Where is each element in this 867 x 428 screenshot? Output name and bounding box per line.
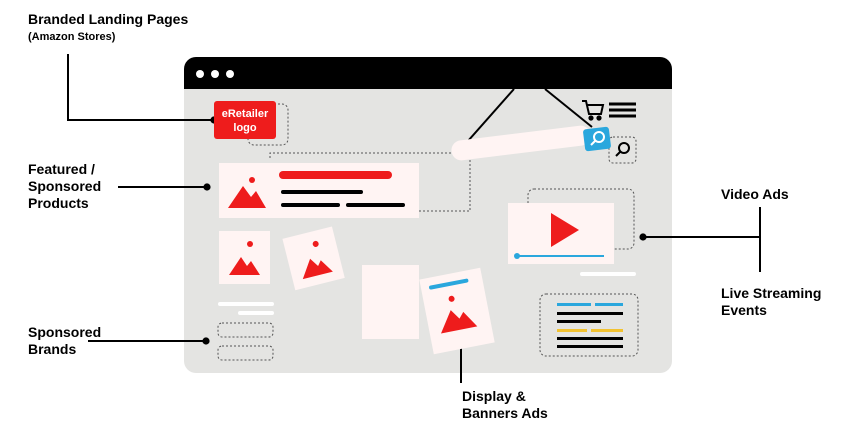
video-ad bbox=[508, 203, 614, 264]
banner-ad bbox=[362, 265, 419, 339]
search-icon bbox=[615, 142, 630, 157]
window-dot bbox=[226, 70, 234, 78]
browser-titlebar bbox=[184, 57, 672, 89]
label-live-streaming: Live Streaming Events bbox=[721, 285, 822, 318]
search-dashed-box bbox=[608, 136, 637, 164]
search-bar bbox=[451, 125, 630, 161]
window-dot bbox=[211, 70, 219, 78]
menu-icon bbox=[609, 102, 636, 118]
label-featured-products: Featured / Sponsored Products bbox=[28, 161, 102, 211]
image-icon bbox=[302, 258, 333, 280]
retailer-logo: eRetailer logo bbox=[214, 101, 276, 139]
label-video-ads: Video Ads bbox=[721, 186, 789, 202]
label-branded-landing-pages: Branded Landing Pages bbox=[28, 11, 189, 27]
image-icon bbox=[228, 177, 266, 208]
product-tile bbox=[219, 231, 270, 284]
label-sponsored-brands: Sponsored Brands bbox=[28, 324, 102, 357]
brand-slot-1 bbox=[217, 322, 274, 338]
logo-line-2: logo bbox=[233, 122, 256, 134]
product-tile bbox=[282, 226, 345, 291]
video-progress-knob bbox=[514, 253, 520, 259]
display-ad bbox=[419, 267, 495, 355]
search-button bbox=[583, 126, 611, 152]
featured-product-card bbox=[219, 163, 419, 218]
image-icon bbox=[440, 310, 478, 334]
label-amazon-stores: (Amazon Stores) bbox=[28, 31, 116, 43]
video-caption-line bbox=[580, 272, 636, 276]
callout-branded bbox=[67, 54, 214, 121]
brand-slot-2 bbox=[217, 345, 274, 361]
image-icon bbox=[229, 257, 260, 275]
window-dot bbox=[196, 70, 204, 78]
callout-search-right bbox=[544, 88, 593, 128]
search-icon bbox=[590, 131, 605, 146]
callout-lines bbox=[67, 54, 761, 383]
cart-icon bbox=[582, 100, 605, 121]
text-block-dashed-box bbox=[539, 293, 639, 357]
sponsored-brand-lines bbox=[218, 302, 274, 315]
live-stream-text-block bbox=[557, 303, 623, 348]
play-icon bbox=[551, 213, 579, 247]
logo-line-1: eRetailer bbox=[222, 108, 269, 120]
label-display-banners: Display & Banners Ads bbox=[462, 388, 548, 421]
